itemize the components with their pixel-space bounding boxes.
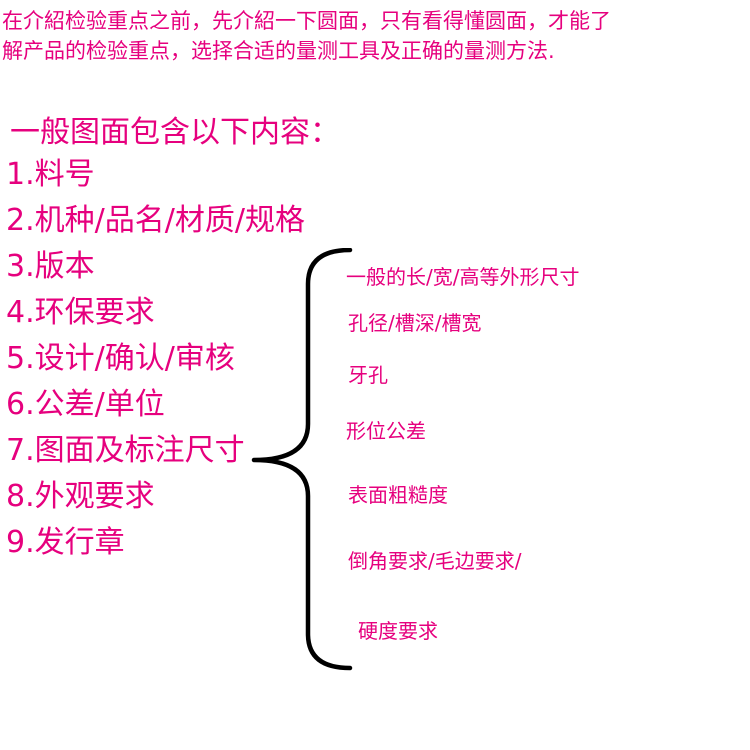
dimension-item-chamfer-burr: 倒角要求/毛边要求/ xyxy=(348,549,522,573)
list-item-approval: 5.设计/确认/审核 xyxy=(6,341,235,376)
intro-paragraph: 在介紹检验重点之前，先介紹一下圆面，只有看得懂圆面，才能了 解产品的检验重点，选… xyxy=(2,9,611,63)
dimension-item-outer-size: 一般的长/宽/高等外形尺寸 xyxy=(346,265,580,289)
list-item-environmental: 4.环保要求 xyxy=(6,295,155,330)
dimension-item-hole-slot: 孔径/槽深/槽宽 xyxy=(348,311,482,335)
dimension-item-geometric-tolerance: 形位公差 xyxy=(346,419,426,443)
list-item-appearance: 8.外观要求 xyxy=(6,479,155,514)
contents-heading: 一般图面包含以下内容： xyxy=(10,115,340,150)
list-item-release-stamp: 9.发行章 xyxy=(6,525,125,560)
list-item-model-spec: 2.机种/品名/材质/规格 xyxy=(6,203,305,238)
dimension-item-surface-roughness: 表面粗糙度 xyxy=(348,483,448,507)
list-item-dimensions: 7.图面及标注尺寸 xyxy=(6,433,245,468)
list-item-part-number: 1.料号 xyxy=(6,157,95,192)
dimension-item-threaded-hole: 牙孔 xyxy=(348,363,388,387)
curly-brace-icon xyxy=(251,248,353,671)
list-item-version: 3.版本 xyxy=(6,249,95,284)
dimension-item-hardness: 硬度要求 xyxy=(358,619,438,643)
list-item-tolerance-unit: 6.公差/单位 xyxy=(6,387,165,422)
drawing-contents-list: 1.料号 2.机种/品名/材质/规格 3.版本 4.环保要求 5.设计/确认/审… xyxy=(6,152,305,566)
